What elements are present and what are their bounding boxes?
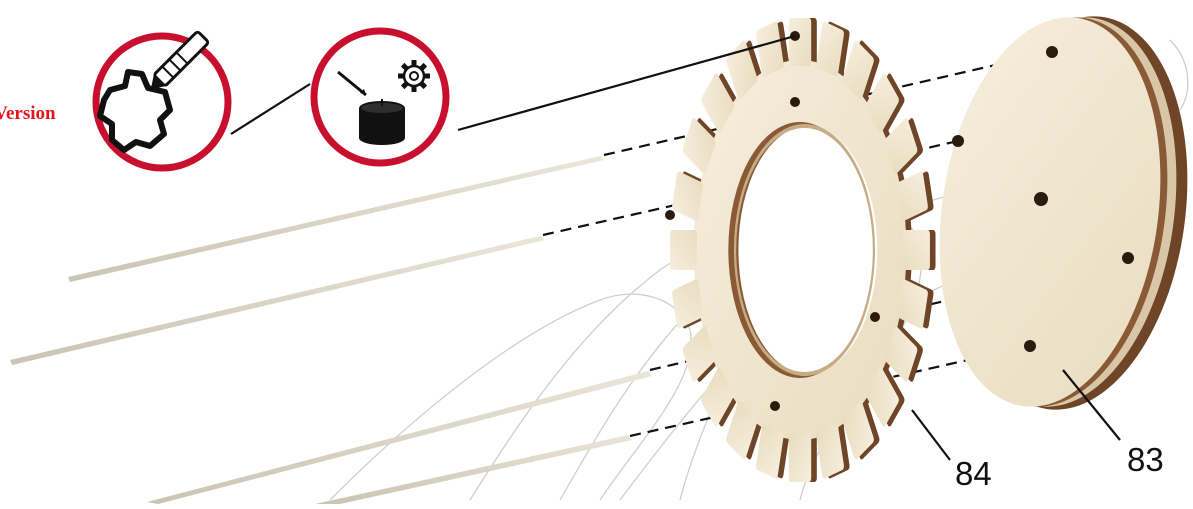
- skewer-stick: [68, 156, 604, 282]
- disc-part-83: [916, 2, 1193, 425]
- part-number-83: 83: [1127, 441, 1164, 479]
- skewer-stick: [147, 371, 652, 504]
- gear-with-knife-icon: [96, 31, 228, 168]
- candle-wax-icon: [314, 31, 446, 163]
- skewer-sticks: [10, 156, 652, 504]
- skewer-stick: [10, 236, 545, 365]
- part-number-84: 84: [955, 455, 992, 493]
- version-label: Version: [0, 103, 56, 125]
- gear-part-84: [665, 18, 936, 482]
